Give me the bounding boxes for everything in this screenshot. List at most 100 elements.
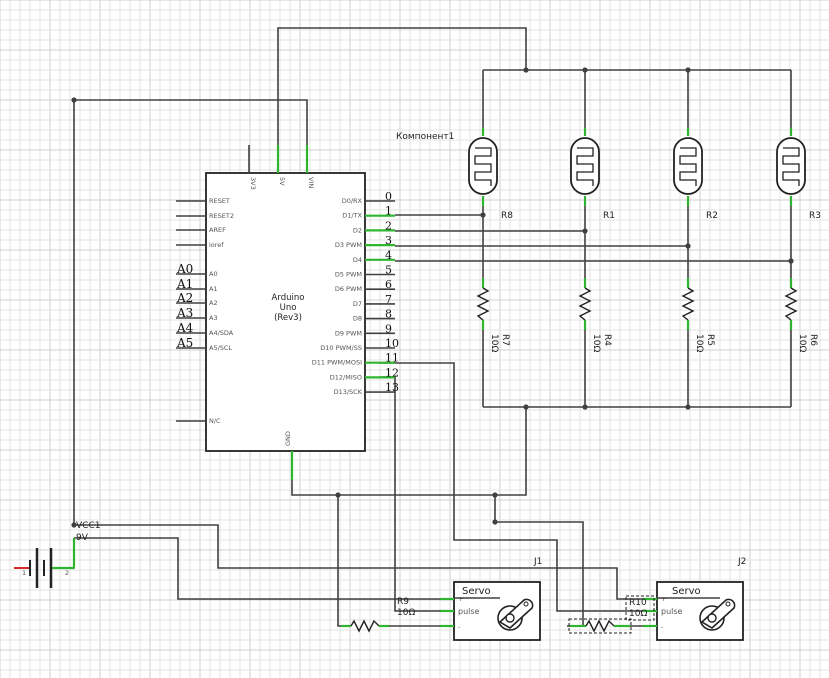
pin-label-a1: A1: [209, 285, 218, 293]
pin-label-d7: D7: [353, 300, 362, 308]
resistor-value-r7: 10Ω: [489, 334, 499, 352]
servo-minus-j2: -: [661, 623, 664, 631]
pin-number-8: 8: [385, 308, 392, 321]
pin-label-a2: A2: [209, 299, 218, 307]
pin-number-9: 9: [385, 322, 392, 335]
resistor-r7[interactable]: R7 10Ω: [476, 278, 510, 352]
pin-label-nc: N/C: [209, 417, 221, 425]
photoresistor-r8[interactable]: R8: [468, 128, 513, 221]
pin-label-d10: D10 PWM/SS: [320, 344, 362, 352]
servo-horn-icon: [699, 598, 736, 631]
resistor-name-r9: R9: [397, 597, 409, 607]
photoresistor-label-r1: R1: [603, 211, 615, 221]
arduino-uno[interactable]: RESET RESET2 AREF ioref A0 A1 A2 A3 A4/S…: [176, 145, 399, 480]
servo-plus-j2: +: [661, 595, 666, 603]
arduino-title-2: Uno: [280, 303, 297, 313]
servo-plus-j1: +: [458, 595, 463, 603]
battery-pin-1: 1: [22, 569, 26, 577]
pin-number-11: 11: [385, 352, 399, 365]
servo-j1[interactable]: J1 Servo + pulse -: [440, 557, 542, 641]
pin-label-d0: D0/RX: [342, 197, 363, 205]
analog-label-1: A1: [176, 277, 193, 291]
pin-number-12: 12: [385, 366, 399, 379]
pin-number-0: 0: [385, 190, 392, 203]
pin-number-5: 5: [385, 264, 392, 277]
photoresistor-r1[interactable]: R1: [570, 128, 615, 221]
resistor-r5[interactable]: R5 10Ω: [681, 278, 715, 352]
resistor-r6[interactable]: R6 10Ω: [784, 278, 818, 352]
battery-pin-2: 2: [65, 569, 69, 577]
pin-label-ioref: ioref: [209, 241, 224, 249]
resistor-value-r4: 10Ω: [591, 334, 601, 352]
pin-label-reset2: RESET2: [209, 212, 234, 220]
pin-label-d1: D1/TX: [342, 212, 362, 220]
photoresistor-label-r8: R8: [501, 211, 513, 221]
junctions: [71, 67, 794, 528]
analog-label-5: A5: [176, 336, 193, 350]
pin-label-d5: D5 PWM: [335, 271, 362, 279]
pin-label-d6: D6 PWM: [335, 285, 362, 293]
pin-number-13: 13: [385, 381, 399, 394]
analog-label-4: A4: [176, 321, 194, 335]
servo-horn-icon: [497, 598, 534, 631]
analog-label-0: A0: [176, 262, 193, 276]
wires: [14, 27, 792, 627]
pin-label-d11: D11 PWM/MOSI: [312, 359, 362, 367]
resistor-name-r5: R5: [705, 334, 715, 346]
arduino-title-3: (Rev3): [274, 313, 302, 323]
servo-pulse-j2: pulse: [661, 607, 683, 616]
pin-label-d12: D12/MISO: [330, 373, 362, 381]
pin-number-2: 2: [385, 219, 392, 232]
pin-number-1: 1: [385, 205, 392, 218]
resistor-r4[interactable]: R4 10Ω: [578, 278, 612, 352]
pin-label-d2: D2: [353, 226, 362, 234]
pin-number-4: 4: [385, 249, 392, 262]
resistor-name-r10: R10: [629, 598, 647, 608]
resistor-value-r9: 10Ω: [397, 608, 415, 618]
servo-title-j2: Servo: [672, 586, 701, 597]
resistor-name-r6: R6: [808, 334, 818, 346]
arduino-left-pins: [176, 200, 206, 422]
pin-number-7: 7: [385, 293, 392, 306]
photoresistor-r2[interactable]: R2: [673, 128, 718, 221]
pin-label-vin: VIN: [307, 177, 315, 188]
servo-pulse-j1: pulse: [458, 607, 480, 616]
pin-number-3: 3: [385, 234, 392, 247]
resistor-r9[interactable]: [341, 619, 389, 633]
pin-label-d13: D13/SCK: [334, 388, 363, 396]
analog-label-2: A2: [176, 291, 193, 305]
photoresistor-r3[interactable]: R3: [776, 128, 821, 221]
battery-voltage: 9V: [76, 533, 89, 543]
resistor-name-r7: R7: [500, 334, 510, 346]
selection-box-r10: [625, 595, 655, 621]
arduino-title-1: Arduino: [272, 293, 305, 303]
servo-ref-j1: J1: [533, 557, 542, 567]
resistor-r10[interactable]: [568, 618, 632, 634]
pin-label-3v3: 3V3: [249, 177, 257, 190]
pin-label-d9: D9 PWM: [335, 329, 362, 337]
servo-j2[interactable]: J2 Servo + pulse -: [643, 557, 746, 641]
pin-number-10: 10: [385, 337, 399, 350]
pin-number-6: 6: [385, 278, 392, 291]
battery-name: VCC1: [76, 521, 100, 531]
resistor-value-r10: 10Ω: [629, 609, 647, 619]
pin-label-reset: RESET: [209, 197, 230, 205]
pin-label-gnd: GND: [284, 431, 292, 446]
analog-label-3: A3: [176, 306, 193, 320]
pin-label-d3: D3 PWM: [335, 241, 362, 249]
servo-ref-j2: J2: [737, 557, 746, 567]
pin-label-a5: A5/SCL: [209, 344, 232, 352]
pin-label-a0: A0: [209, 270, 218, 278]
servo-minus-j1: -: [458, 623, 461, 631]
photoresistor-label-r2: R2: [706, 211, 718, 221]
pin-label-a4: A4/SDA: [209, 329, 234, 337]
pin-label-d8: D8: [353, 315, 362, 323]
component-label: Компонент1: [396, 132, 454, 142]
battery-vcc1[interactable]: 1 2 VCC1 9V: [14, 521, 100, 588]
servo-title-j1: Servo: [462, 586, 491, 597]
resistor-value-r6: 10Ω: [797, 334, 807, 352]
resistor-name-r4: R4: [602, 334, 612, 346]
